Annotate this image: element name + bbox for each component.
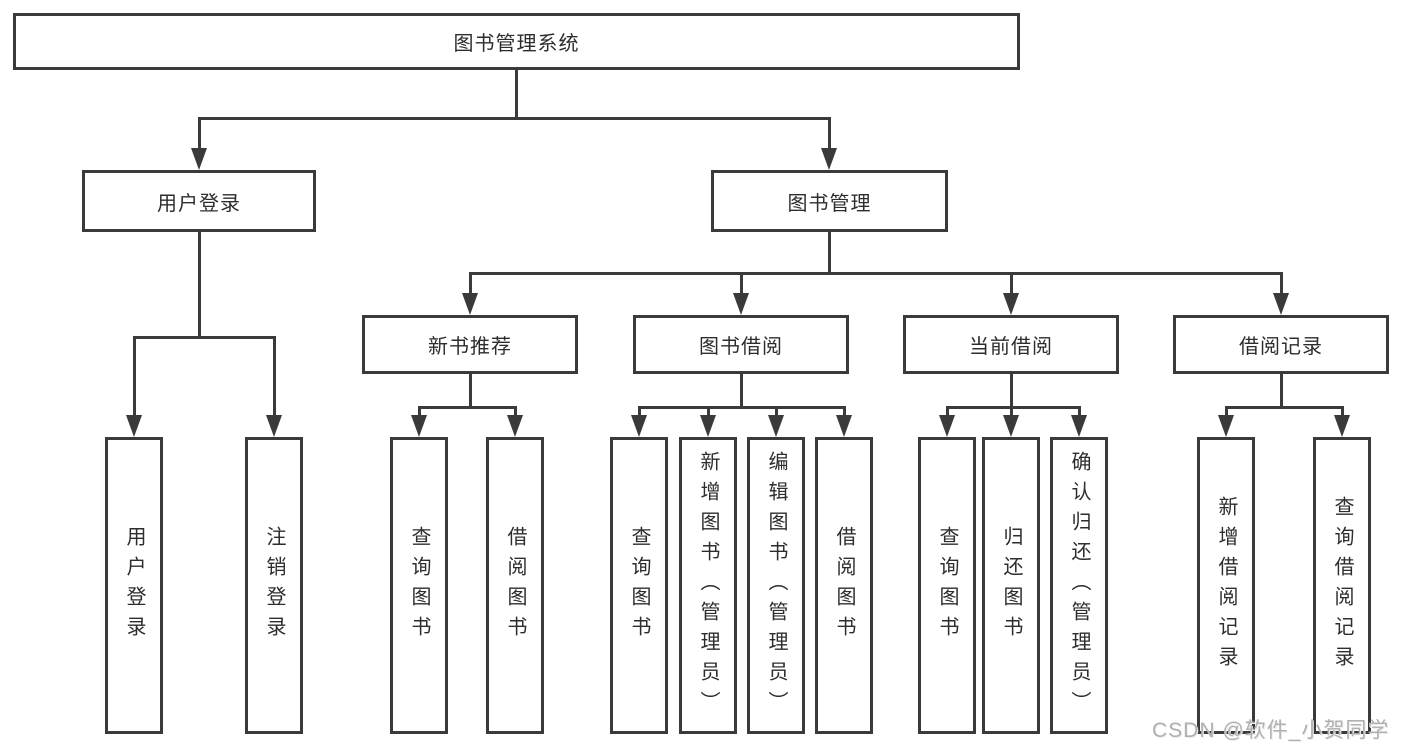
connector-drop: [1225, 406, 1228, 418]
arrow-down-icon: [836, 415, 852, 437]
connector-drop: [469, 272, 472, 296]
connector-recommend-stem: [469, 374, 472, 409]
connector-recommend-bus: [418, 406, 517, 409]
leaf-query-books-current: 查询图书: [918, 437, 976, 734]
connector-current-stem: [1010, 374, 1013, 409]
connector-drop: [514, 406, 517, 418]
connector-drop: [133, 336, 136, 418]
arrow-down-icon: [1003, 415, 1019, 437]
connector-bookmgmt-bus: [469, 272, 1283, 275]
leaf-borrow-books-recommend: 借阅图书: [486, 437, 544, 734]
node-library-system: 图书管理系统: [13, 13, 1020, 70]
connector-userlogin-stem: [198, 232, 201, 339]
arrow-down-icon: [1003, 293, 1019, 315]
arrow-down-icon: [733, 293, 749, 315]
connector-borrow-stem: [740, 374, 743, 409]
connector-drop: [828, 117, 831, 151]
arrow-down-icon: [1273, 293, 1289, 315]
connector-drop: [775, 406, 778, 418]
connector-drop: [707, 406, 710, 418]
connector-drop: [740, 272, 743, 296]
connector-drop: [638, 406, 641, 418]
leaf-logout: 注销登录: [245, 437, 303, 734]
arrow-down-icon: [939, 415, 955, 437]
csdn-watermark: CSDN @软件_小贺同学: [1152, 719, 1390, 742]
arrow-down-icon: [700, 415, 716, 437]
leaf-query-borrow-record: 查询借阅记录: [1313, 437, 1371, 734]
connector-drop: [1341, 406, 1344, 418]
node-new-book-recommend: 新书推荐: [362, 315, 578, 374]
arrow-down-icon: [462, 293, 478, 315]
node-book-management: 图书管理: [711, 170, 948, 232]
connector-root-stem: [515, 70, 518, 120]
arrow-down-icon: [126, 415, 142, 437]
connector-drop: [843, 406, 846, 418]
connector-current-bus: [946, 406, 1081, 409]
arrow-down-icon: [411, 415, 427, 437]
arrow-down-icon: [507, 415, 523, 437]
node-user-login: 用户登录: [82, 170, 316, 232]
connector-drop: [1280, 272, 1283, 296]
connector-drop: [946, 406, 949, 418]
arrow-down-icon: [266, 415, 282, 437]
leaf-confirm-return-admin: 确认归还（管理员）: [1050, 437, 1108, 734]
leaf-edit-book-admin: 编辑图书（管理员）: [747, 437, 805, 734]
leaf-add-borrow-record: 新增借阅记录: [1197, 437, 1255, 734]
connector-drop: [1078, 406, 1081, 418]
connector-bookmgmt-stem: [828, 232, 831, 275]
node-book-borrow: 图书借阅: [633, 315, 849, 374]
connector-userlogin-bus: [133, 336, 276, 339]
arrow-down-icon: [768, 415, 784, 437]
leaf-add-book-admin: 新增图书（管理员）: [679, 437, 737, 734]
node-borrow-records: 借阅记录: [1173, 315, 1389, 374]
leaf-borrow-books: 借阅图书: [815, 437, 873, 734]
arrow-down-icon: [821, 148, 837, 170]
connector-root-bus: [198, 117, 831, 120]
leaf-query-books-recommend: 查询图书: [390, 437, 448, 734]
leaf-query-books-borrow: 查询图书: [610, 437, 668, 734]
connector-borrow-bus: [638, 406, 846, 409]
arrow-down-icon: [191, 148, 207, 170]
connector-records-bus: [1225, 406, 1344, 409]
arrow-down-icon: [1218, 415, 1234, 437]
connector-drop: [198, 117, 201, 151]
node-current-borrow: 当前借阅: [903, 315, 1119, 374]
connector-drop: [418, 406, 421, 418]
connector-drop: [1010, 272, 1013, 296]
connector-drop: [1010, 406, 1013, 418]
arrow-down-icon: [1334, 415, 1350, 437]
arrow-down-icon: [631, 415, 647, 437]
connector-records-stem: [1280, 374, 1283, 409]
arrow-down-icon: [1071, 415, 1087, 437]
connector-drop: [273, 336, 276, 418]
leaf-user-login: 用户登录: [105, 437, 163, 734]
leaf-return-book: 归还图书: [982, 437, 1040, 734]
